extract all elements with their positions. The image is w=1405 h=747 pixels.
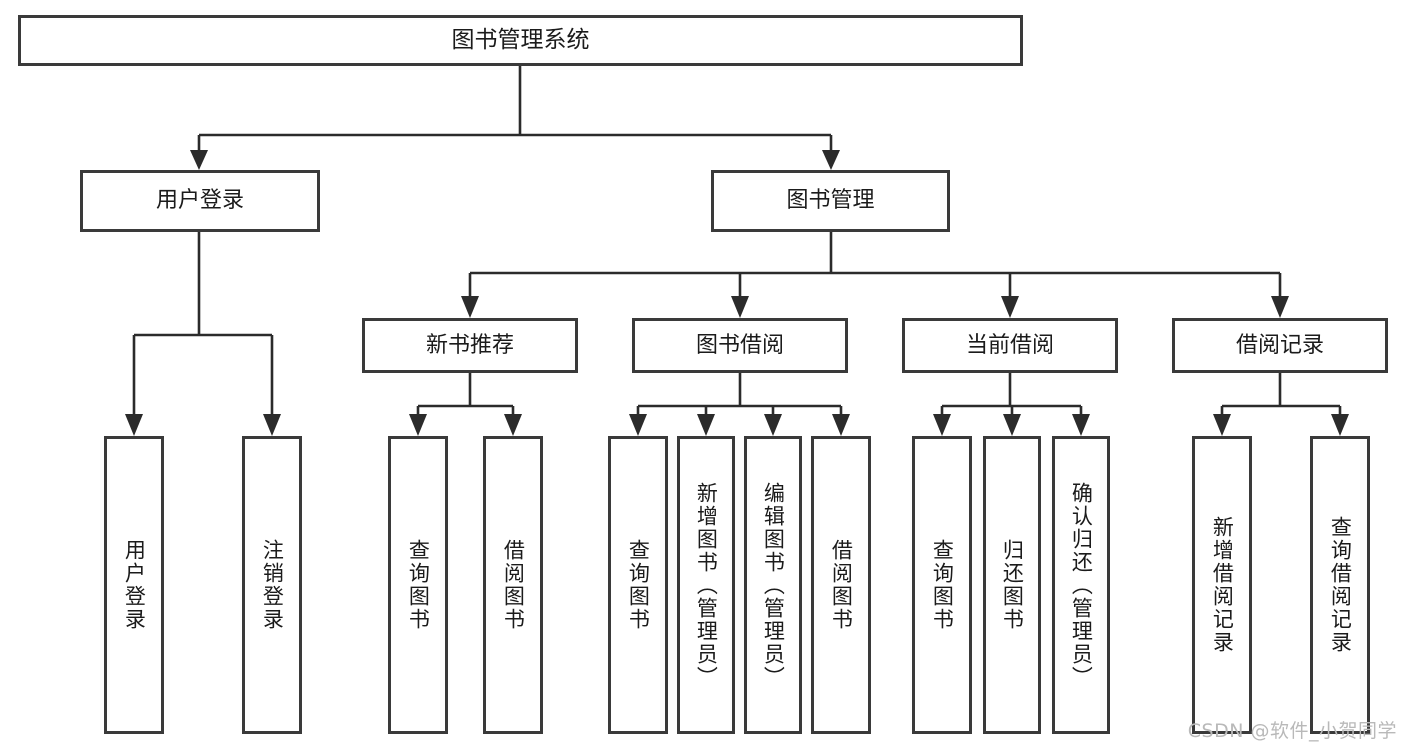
node-label: 编辑图书（管理员） [761,481,786,689]
node-label: 图书借阅 [695,332,784,358]
arrowhead-book-borrow [731,296,749,318]
node-label: 借阅图书 [501,539,526,631]
leaf-logout[interactable]: 注销登录 [242,436,302,734]
leaf-br-query-record[interactable]: 查询借阅记录 [1310,436,1370,734]
node-label: 当前借阅 [965,332,1054,358]
node-current-borrow[interactable]: 当前借阅 [902,318,1118,373]
arrowhead-nb-leaf-1 [409,414,427,436]
node-label: 借阅图书 [829,539,854,631]
leaf-nb-borrow-book[interactable]: 借阅图书 [483,436,543,734]
node-label: 借阅记录 [1235,332,1324,358]
arrowhead-current-borrow [1001,296,1019,318]
leaf-cb-return-book[interactable]: 归还图书 [983,436,1041,734]
arrowhead-bb-leaf-4 [832,414,850,436]
node-label: 图书管理系统 [451,26,590,53]
node-book-borrow[interactable]: 图书借阅 [632,318,848,373]
node-label: 确认归还（管理员） [1069,481,1094,689]
arrowhead-nb-leaf-2 [504,414,522,436]
node-root-book-management-system[interactable]: 图书管理系统 [18,15,1023,66]
arrowhead-new-book [461,296,479,318]
arrowhead-cb-leaf-3 [1072,414,1090,436]
arrowhead-br-leaf-1 [1213,414,1231,436]
node-label: 查询借阅记录 [1328,516,1353,654]
arrowhead-bb-leaf-2 [697,414,715,436]
node-label: 新增图书（管理员） [694,481,719,689]
leaf-nb-query-book[interactable]: 查询图书 [388,436,448,734]
arrowhead-leaf-user-login [125,414,143,436]
node-label: 新增借阅记录 [1210,516,1235,654]
arrowhead-borrow-record [1271,296,1289,318]
arrowhead-br-leaf-2 [1331,414,1349,436]
node-new-book-recommend[interactable]: 新书推荐 [362,318,578,373]
arrowhead-user-login [190,150,208,170]
csdn-watermark: CSDN @软件_小贺同学 [1187,720,1397,742]
node-label: 新书推荐 [425,332,514,358]
arrowhead-leaf-logout [263,414,281,436]
node-label: 用户登录 [122,539,147,631]
arrowhead-cb-leaf-2 [1003,414,1021,436]
node-label: 查询图书 [626,539,651,631]
leaf-bb-add-book-admin[interactable]: 新增图书（管理员） [677,436,735,734]
node-book-management[interactable]: 图书管理 [711,170,950,232]
node-label: 注销登录 [260,539,285,631]
node-label: 归还图书 [1000,539,1025,631]
node-borrow-record[interactable]: 借阅记录 [1172,318,1388,373]
arrowhead-book-mgmt [822,150,840,170]
leaf-cb-confirm-return-admin[interactable]: 确认归还（管理员） [1052,436,1110,734]
leaf-bb-edit-book-admin[interactable]: 编辑图书（管理员） [744,436,802,734]
node-label: 用户登录 [155,188,244,214]
leaf-bb-borrow-book[interactable]: 借阅图书 [811,436,871,734]
node-label: 查询图书 [406,539,431,631]
arrowhead-bb-leaf-3 [764,414,782,436]
leaf-br-add-record[interactable]: 新增借阅记录 [1192,436,1252,734]
arrowhead-bb-leaf-1 [629,414,647,436]
node-label: 查询图书 [930,539,955,631]
leaf-user-login[interactable]: 用户登录 [104,436,164,734]
arrowhead-cb-leaf-1 [933,414,951,436]
leaf-cb-query-book[interactable]: 查询图书 [912,436,972,734]
node-label: 图书管理 [786,188,875,214]
leaf-bb-query-book[interactable]: 查询图书 [608,436,668,734]
node-user-login[interactable]: 用户登录 [80,170,320,232]
